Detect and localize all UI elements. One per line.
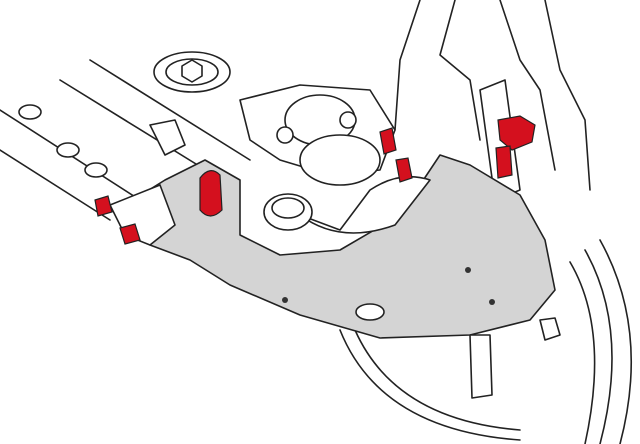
frame-rail [0,59,251,221]
bushing [199,170,223,217]
bushing [497,115,536,151]
wheel [339,239,632,444]
bushing [379,127,397,155]
strut-tower [394,0,591,201]
bushing [119,223,141,245]
washer [153,51,231,93]
bushing [495,145,513,179]
control-arm-body [119,154,556,339]
bushing [94,195,113,217]
upper-mount [239,84,396,186]
bushing [395,157,413,183]
upper-control-arm [119,154,561,399]
bushings [94,115,536,245]
